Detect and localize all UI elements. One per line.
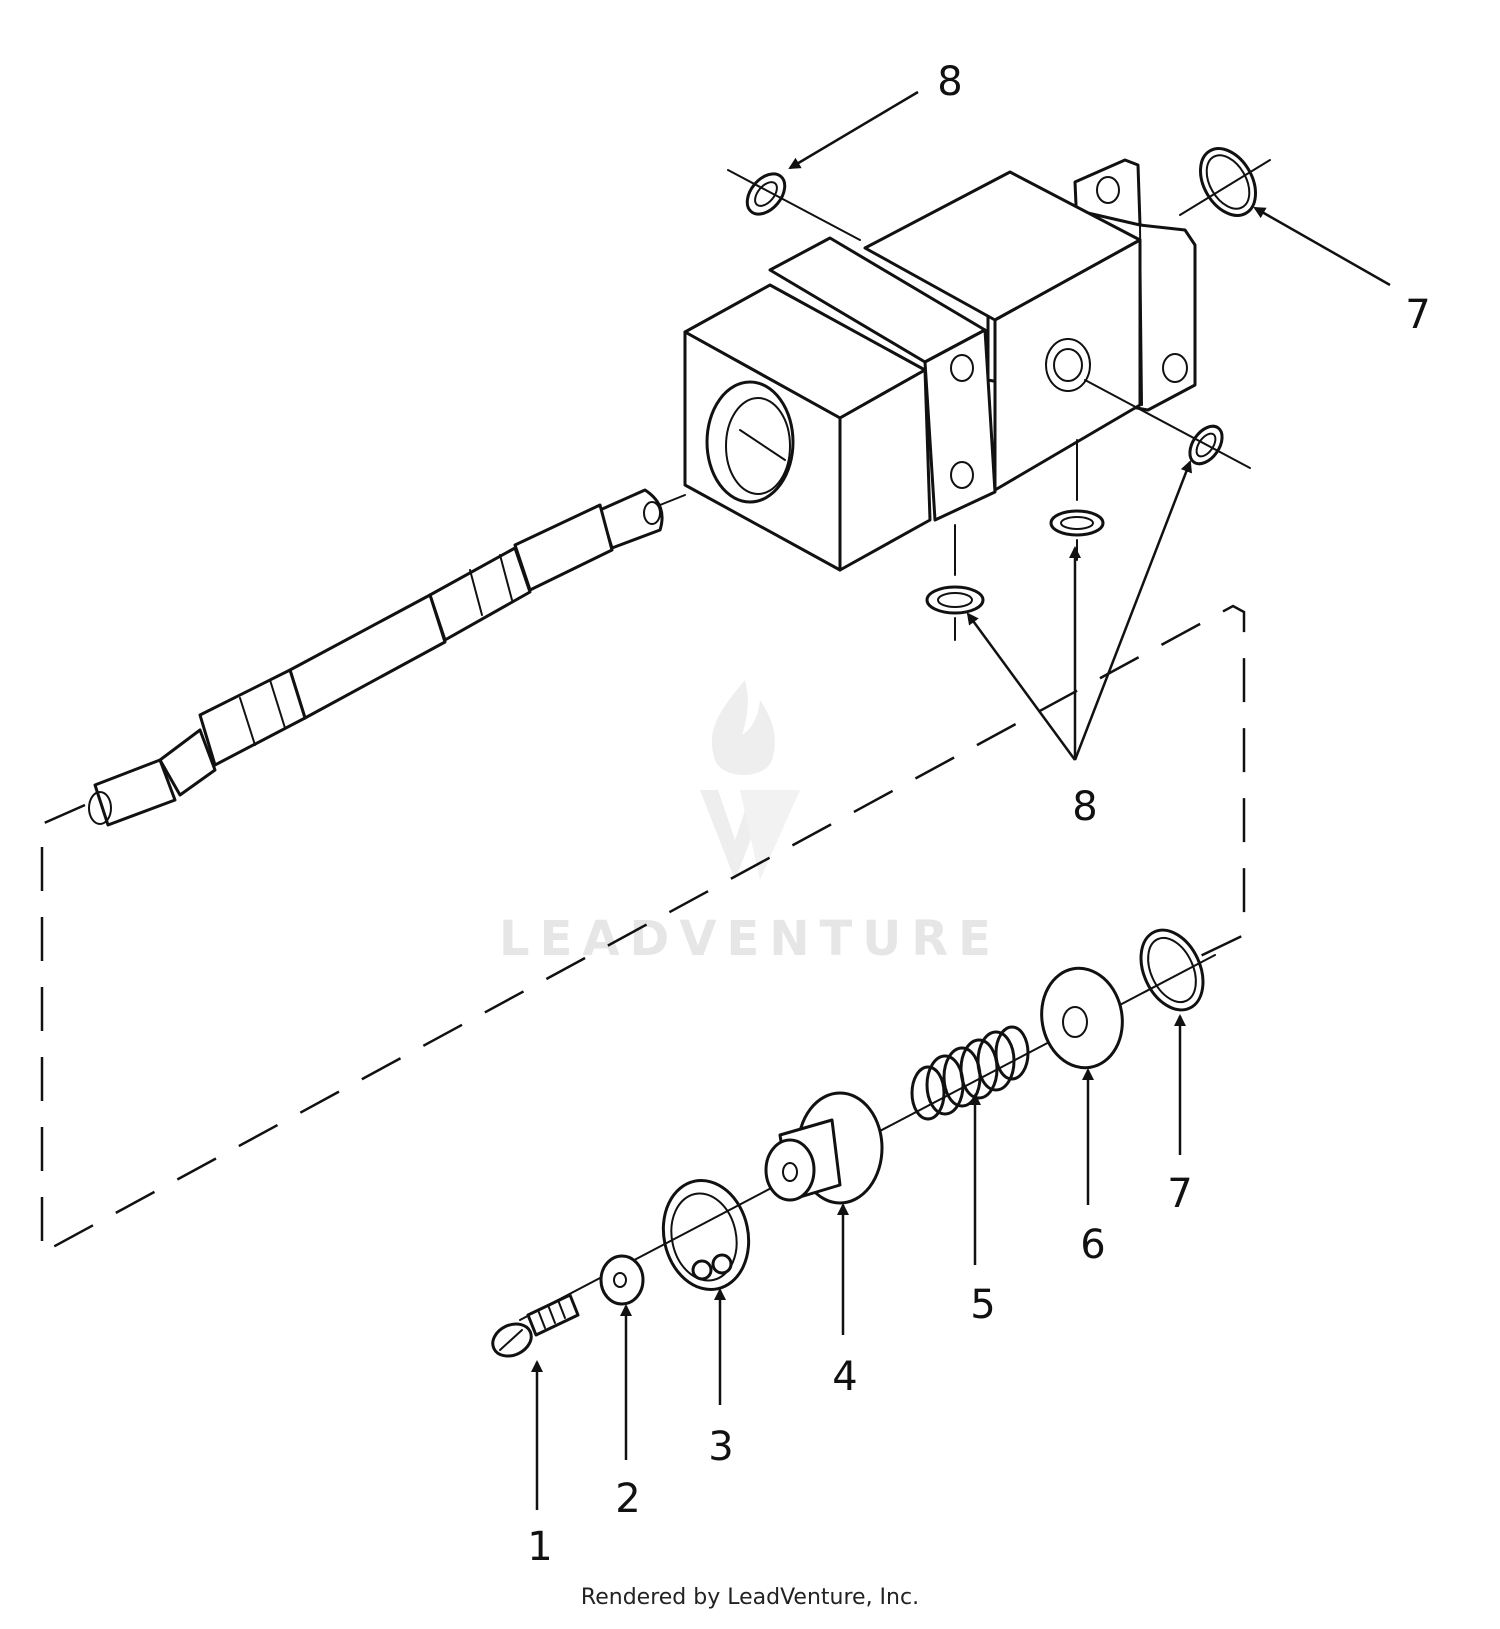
assembly-outline [40, 604, 1246, 1256]
o-ring-top-right [1179, 147, 1271, 217]
part-cap [764, 1091, 884, 1205]
callout-7-top: 7 [1405, 292, 1430, 338]
callout-8-bottom: 8 [1072, 784, 1097, 830]
part-spring [910, 1025, 1030, 1121]
callout-7-bottom: 7 [1167, 1171, 1192, 1217]
footer-credit: Rendered by LeadVenture, Inc. [580, 1585, 920, 1610]
watermark-text: LEADVENTURE [499, 911, 1001, 967]
callout-1: 1 [527, 1524, 552, 1570]
o-ring-side-port [1084, 379, 1251, 469]
part-o-ring [1139, 928, 1205, 1012]
o-ring-bottom-center [1049, 439, 1105, 561]
part-disc [1040, 966, 1124, 1070]
part-retaining-ring [661, 1178, 751, 1292]
valve-body [683, 158, 1197, 572]
watermark-logo [700, 680, 800, 880]
o-ring-bottom-left [925, 524, 985, 641]
callout-8-top: 8 [937, 59, 962, 105]
callout-2: 2 [615, 1476, 640, 1522]
callout-3: 3 [708, 1424, 733, 1470]
callout-4: 4 [832, 1354, 857, 1400]
callout-6: 6 [1080, 1222, 1105, 1268]
leader-lines [531, 90, 1391, 1510]
part-washer [599, 1254, 645, 1306]
o-ring-top-left [727, 169, 861, 241]
part-screw [491, 1293, 580, 1358]
callout-5: 5 [970, 1282, 995, 1328]
spool-shaft [88, 488, 686, 827]
